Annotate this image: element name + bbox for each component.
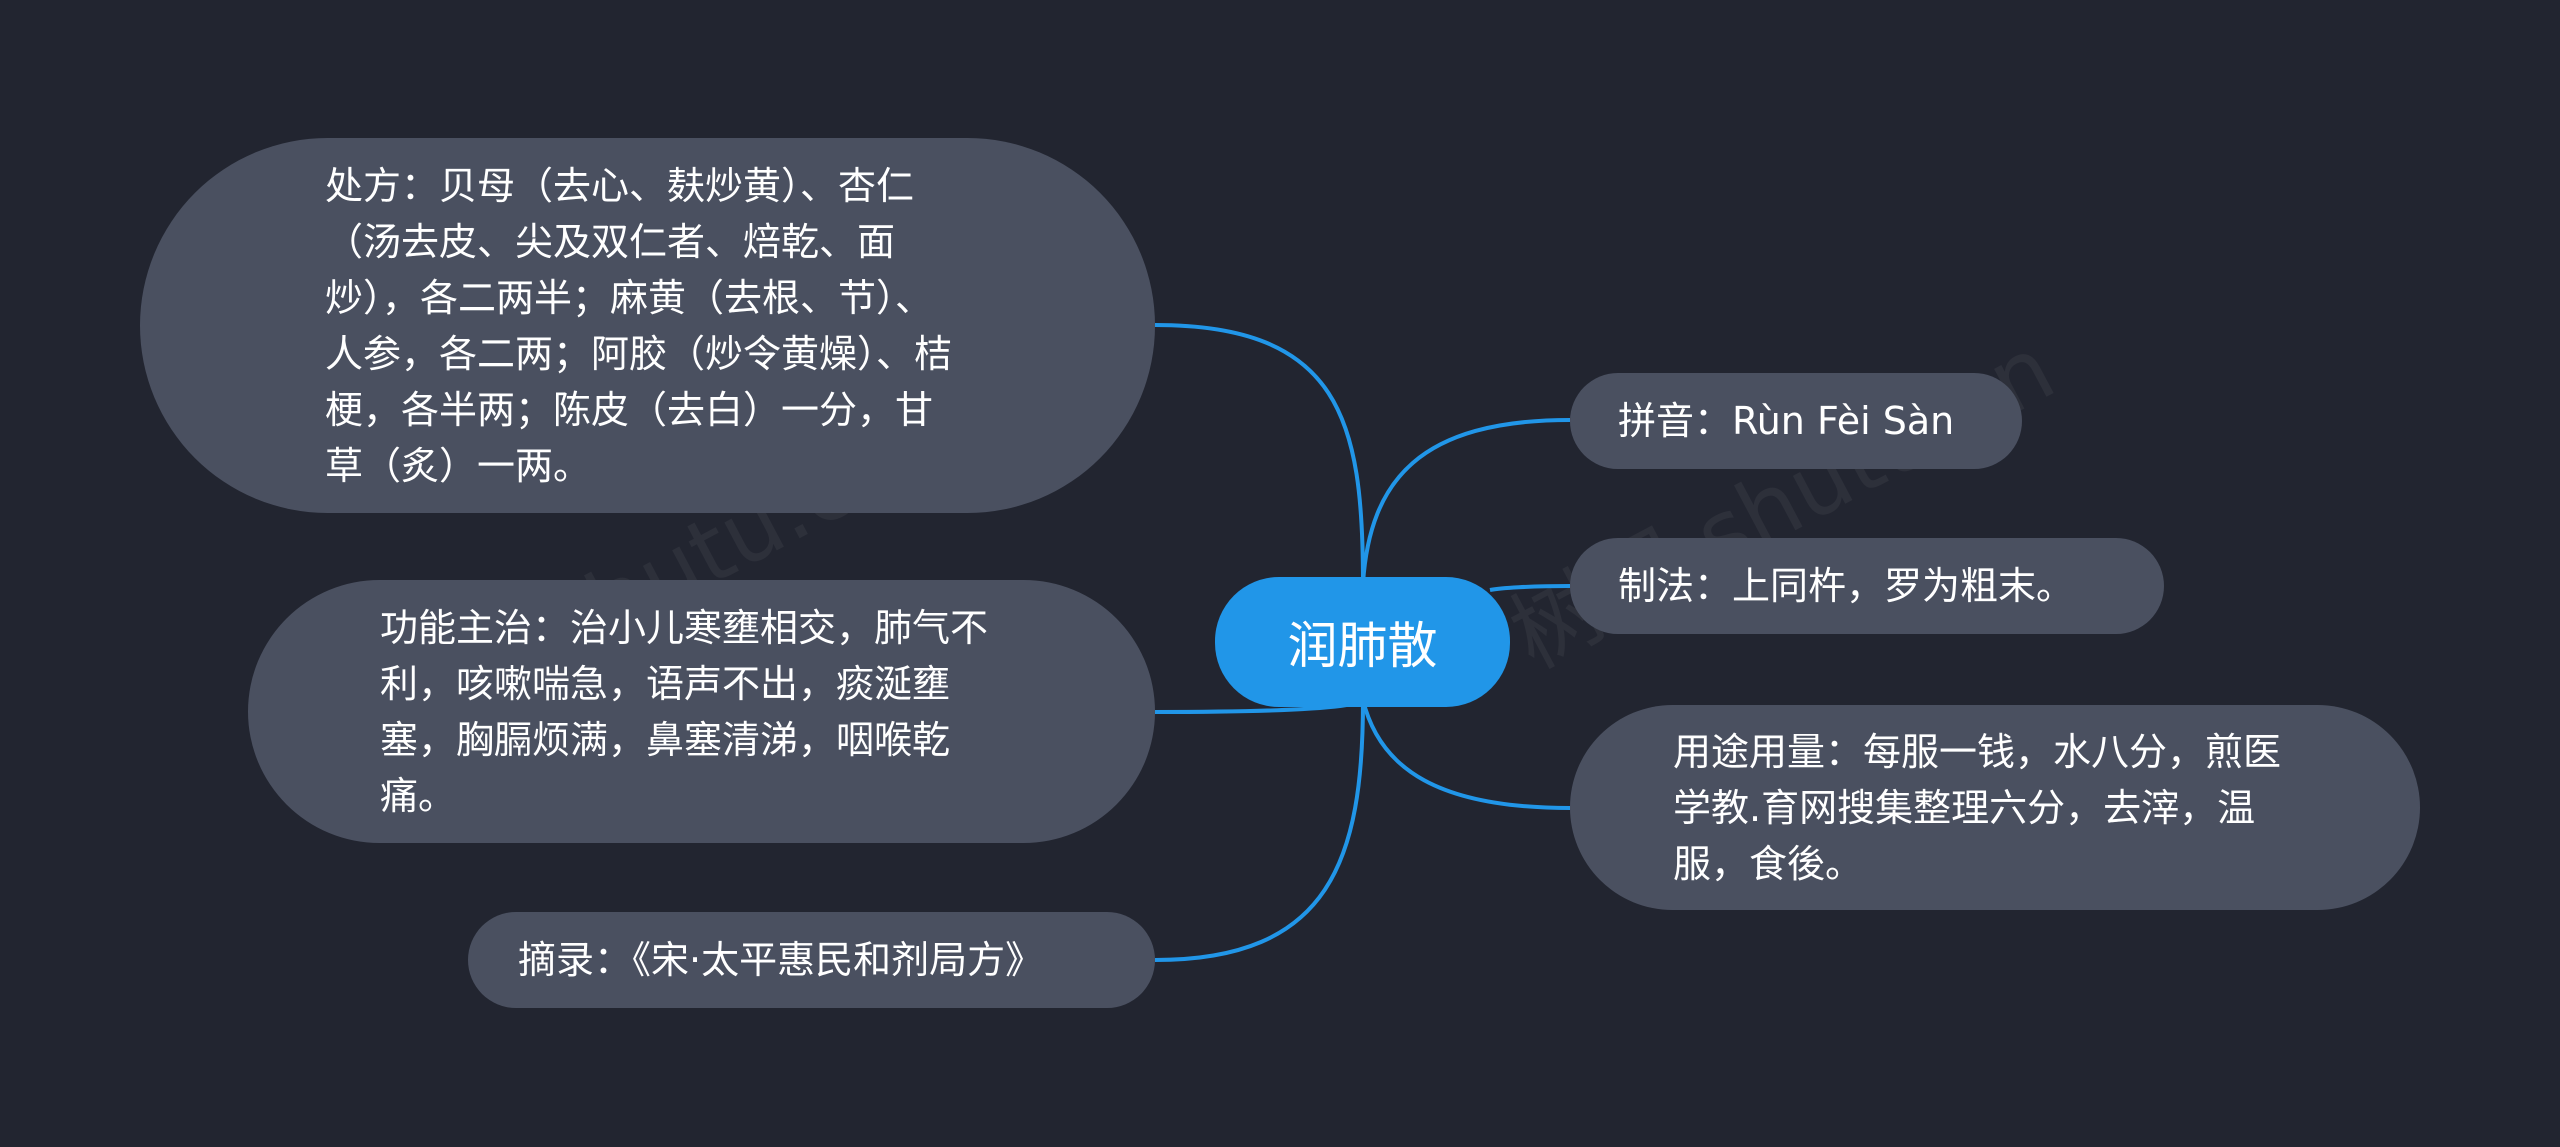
node-usage-text: 用途用量：每服一钱，水八分，煎医学教.育网搜集整理六分，去滓，温服，食後。 [1673, 729, 2282, 886]
link-source [1154, 699, 1365, 962]
node-prescription[interactable]: 处方：贝母（去心、麸炒黄）、杏仁（汤去皮、尖及双仁者、焙乾、面炒），各二两半；麻… [140, 138, 1155, 513]
node-prescription-text: 处方：贝母（去心、麸炒黄）、杏仁（汤去皮、尖及双仁者、焙乾、面炒），各二两半；麻… [325, 163, 953, 488]
node-source-text: 摘录：《宋·太平惠民和剂局方》 [518, 938, 1044, 982]
node-usage[interactable]: 用途用量：每服一钱，水八分，煎医学教.育网搜集整理六分，去滓，温服，食後。 [1570, 705, 2420, 910]
link-usage [1361, 699, 1571, 810]
node-source[interactable]: 摘录：《宋·太平惠民和剂局方》 [468, 912, 1155, 1008]
node-indications[interactable]: 功能主治：治小儿寒壅相交，肺气不利，咳嗽喘急，语声不出，痰涎壅塞，胸膈烦满，鼻塞… [248, 580, 1155, 843]
node-preparation[interactable]: 制法：上同杵，罗为粗末。 [1570, 538, 2164, 634]
node-indications-text: 功能主治：治小儿寒壅相交，肺气不利，咳嗽喘急，语声不出，痰涎壅塞，胸膈烦满，鼻塞… [380, 605, 989, 818]
root-label: 润肺散 [1287, 617, 1438, 675]
node-preparation-text: 制法：上同杵，罗为粗末。 [1618, 564, 2075, 608]
link-preparation [1489, 584, 1571, 592]
node-pinyin[interactable]: 拼音：Rùn Fèi Sàn [1570, 373, 2022, 469]
link-prescription [1154, 323, 1365, 584]
root-node[interactable]: 润肺散 [1215, 577, 1510, 707]
link-pinyin [1361, 418, 1571, 584]
node-pinyin-text: 拼音：Rùn Fèi Sàn [1618, 399, 1955, 443]
